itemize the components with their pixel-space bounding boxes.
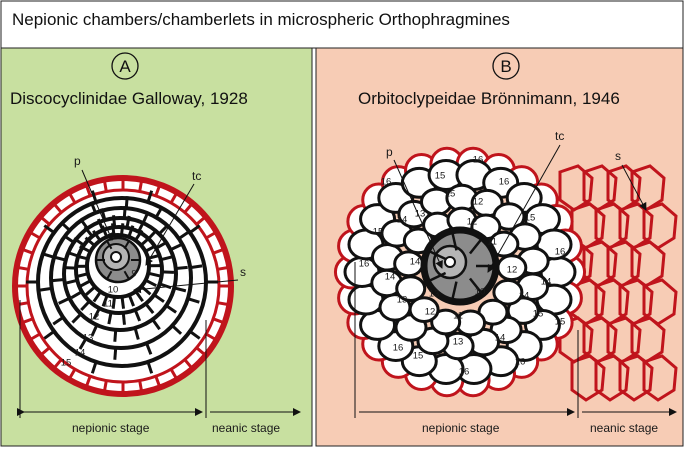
panel-a-rim-septum: [17, 267, 29, 269]
panel-b-chamber-number: 16: [515, 357, 526, 368]
panel-a-chamber-number: 11: [103, 299, 113, 310]
panel-a-rim-septum: [104, 381, 106, 393]
panel-b-chamber-number: 14: [541, 277, 552, 288]
panel-b-letter: B: [500, 57, 511, 76]
panel-b-chamber-number: 15: [555, 317, 566, 328]
panel-b-chamber-number: 14: [519, 291, 530, 302]
panel-a-rim-septum: [104, 180, 106, 192]
panel-a-chamber-number: 14: [75, 348, 86, 359]
panel-b-chamber-number: 13: [429, 289, 440, 300]
panel-b-chamber-number: 13: [453, 337, 464, 348]
panel-b-chamber-number: 12: [425, 307, 436, 318]
panel-b-label-p: p: [386, 145, 393, 159]
panel-b-chamber-number: 14: [495, 333, 506, 344]
panel-b-chamber-number: 11: [453, 311, 463, 322]
panel-a-chamberlet-septum: [121, 223, 122, 235]
panel-a-neanic-stage: neanic stage: [212, 421, 280, 435]
panel-a-chamber-number: 9: [131, 269, 136, 280]
panel-a-chamberlet-septum: [176, 267, 188, 268]
panel-b-chamber-number: 12: [473, 197, 484, 208]
panel-b-chamber-number: 11: [487, 237, 497, 248]
panel-a-chamberlet-septum: [113, 297, 114, 309]
panel-a-chamberlet-septum: [64, 268, 76, 269]
panel-a-chamber-number: 13: [83, 333, 94, 344]
panel-a-chamberlet-septum: [123, 313, 124, 325]
panel-a-label-s: s: [240, 265, 246, 279]
figure-title: Nepionic chambers/chamberlets in microsp…: [12, 10, 510, 29]
panel-a-chamberlet-septum: [112, 223, 114, 235]
panel-a-rim-septum: [140, 180, 142, 192]
panel-a-rim-septum: [218, 267, 230, 269]
panel-a-chamber-number: 10: [108, 285, 119, 296]
panel-b-chamber-number: 15: [533, 309, 544, 320]
panel-b-chamber-number: 15: [413, 351, 424, 362]
panel-b-chamber-number: 15: [445, 189, 456, 200]
panel-a-label-p: p: [74, 154, 81, 168]
panel-b-chamber-number: 16: [499, 177, 510, 188]
panel-b-chamber-number: 12: [467, 217, 478, 228]
panel-b-chamber-number: 13: [397, 295, 408, 306]
panel-b-chamber-number: 16: [359, 259, 370, 270]
panel-a-chamberlet-septum: [190, 266, 202, 268]
panel-b-chamber-number: 16: [473, 155, 484, 166]
panel-b-protoconch: [445, 257, 455, 267]
panel-a-rim-septum: [17, 303, 29, 305]
panel-b-chamber-number: 16: [381, 177, 392, 188]
panel-a-letter: A: [119, 57, 131, 76]
panel-a-protoconch: [111, 252, 121, 262]
panel-b-label-s: s: [615, 149, 621, 163]
panel-a-rim-septum: [218, 303, 230, 305]
panel-b-chamber-number: 15: [435, 171, 446, 182]
panel-b-neanic-stage: neanic stage: [590, 421, 658, 435]
panel-b-chamber-number: 15: [373, 227, 384, 238]
panel-b-chamber-number: 14: [397, 215, 408, 226]
panel-a-chamberlet-septum: [162, 272, 174, 273]
panel-a-rim-septum: [140, 381, 142, 393]
panel-b-chamber-number: 16: [459, 367, 470, 378]
panel-a-chamberlet-septum: [115, 348, 116, 360]
panel-b-nepionic-stage: nepionic stage: [422, 421, 500, 435]
panel-b-chamber-number: 14: [385, 272, 396, 283]
panel-a-label-tc: tc: [192, 169, 201, 183]
panel-b-chamber-number: 10: [475, 287, 486, 298]
panel-a-chamberlet-septum: [124, 206, 125, 218]
panel-b-chamber-number: 16: [555, 247, 566, 258]
panel-b-chamber-number: 15: [525, 213, 536, 224]
panel-a-chamberlet-septum: [40, 288, 52, 290]
panel-a-chamberlet-septum: [115, 330, 116, 342]
panel-a-chamber-number: 15: [61, 358, 72, 369]
panel-b-chamber-number: 16: [393, 343, 404, 354]
panel-a-nepionic-stage: nepionic stage: [72, 421, 150, 435]
panel-b-chamber-number: 14: [410, 257, 421, 268]
panel-a-family: Discocyclinidae Galloway, 1928: [10, 89, 248, 108]
panel-b-chamber-number: 12: [507, 265, 518, 276]
panel-a-chamberlet-septum: [122, 297, 124, 309]
panel-b-label-tc: tc: [555, 129, 564, 143]
panel-a-chamber-number: 12: [89, 312, 100, 323]
panel-a-chamberlet-septum: [52, 279, 64, 280]
panel-b-family: Orbitoclypeidae Brönnimann, 1946: [358, 89, 620, 108]
